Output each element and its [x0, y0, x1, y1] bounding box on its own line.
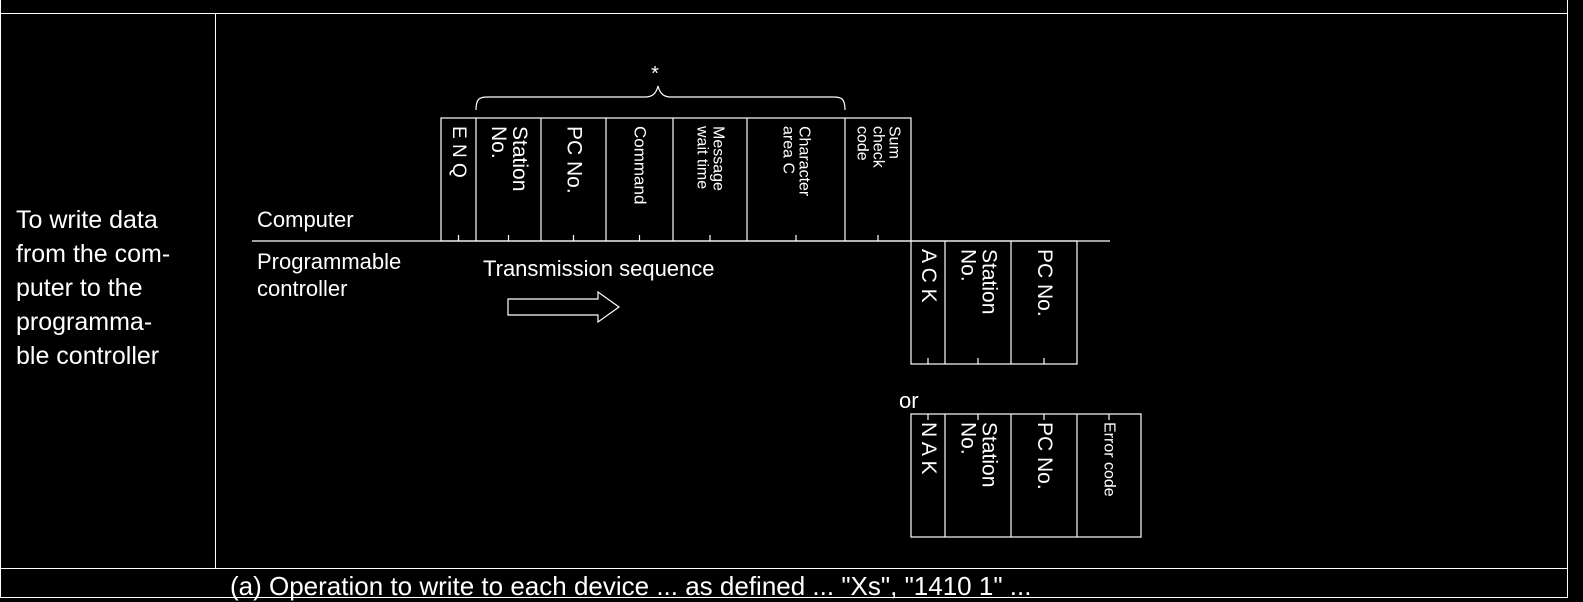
send-field-label: Command — [631, 126, 650, 204]
send-field-label: Messagewait time — [694, 125, 727, 191]
send-frame: E N Q StationNo. PC No. Command Messagewait … — [440, 117, 912, 242]
asterisk-note: * — [651, 63, 659, 85]
or-label: or — [899, 388, 919, 413]
send-outline — [440, 117, 912, 242]
send-field-label: PC No. — [563, 126, 586, 194]
nak-field-label: PC No. — [1033, 422, 1056, 490]
bracket-brace — [475, 85, 846, 111]
ack-frame: A C K StationNo. PC No. — [910, 240, 1078, 365]
plc-label: Programmable controller — [257, 249, 407, 301]
send-field-label: StationNo. — [487, 126, 531, 191]
send-field-label: Sumcheckcode — [854, 126, 903, 169]
row-description: To write data from the com- puter to the… — [16, 206, 171, 370]
send-field-label: E N Q — [448, 126, 469, 178]
ack-field-label: PC No. — [1033, 249, 1056, 317]
transmission-diagram: * Computer Programmable controller Trans… — [252, 63, 1142, 538]
footer-text: (a) Operation to write to each device ..… — [230, 571, 1032, 601]
nak-outline — [910, 413, 1142, 538]
ack-field-label: StationNo. — [957, 249, 1001, 314]
nak-field-label: StationNo. — [957, 422, 1001, 487]
ack-field-label: A C K — [917, 249, 940, 303]
ack-outline — [910, 240, 1078, 365]
computer-label: Computer — [257, 207, 354, 232]
nak-frame: N A K StationNo. PC No. Error code — [910, 413, 1142, 538]
sequence-label: Transmission sequence — [483, 256, 715, 281]
sequence-arrow — [507, 290, 621, 324]
nak-field-label: Error code — [1101, 422, 1118, 497]
send-field-label: Characterarea C — [780, 126, 813, 197]
nak-field-label: N A K — [917, 422, 940, 475]
